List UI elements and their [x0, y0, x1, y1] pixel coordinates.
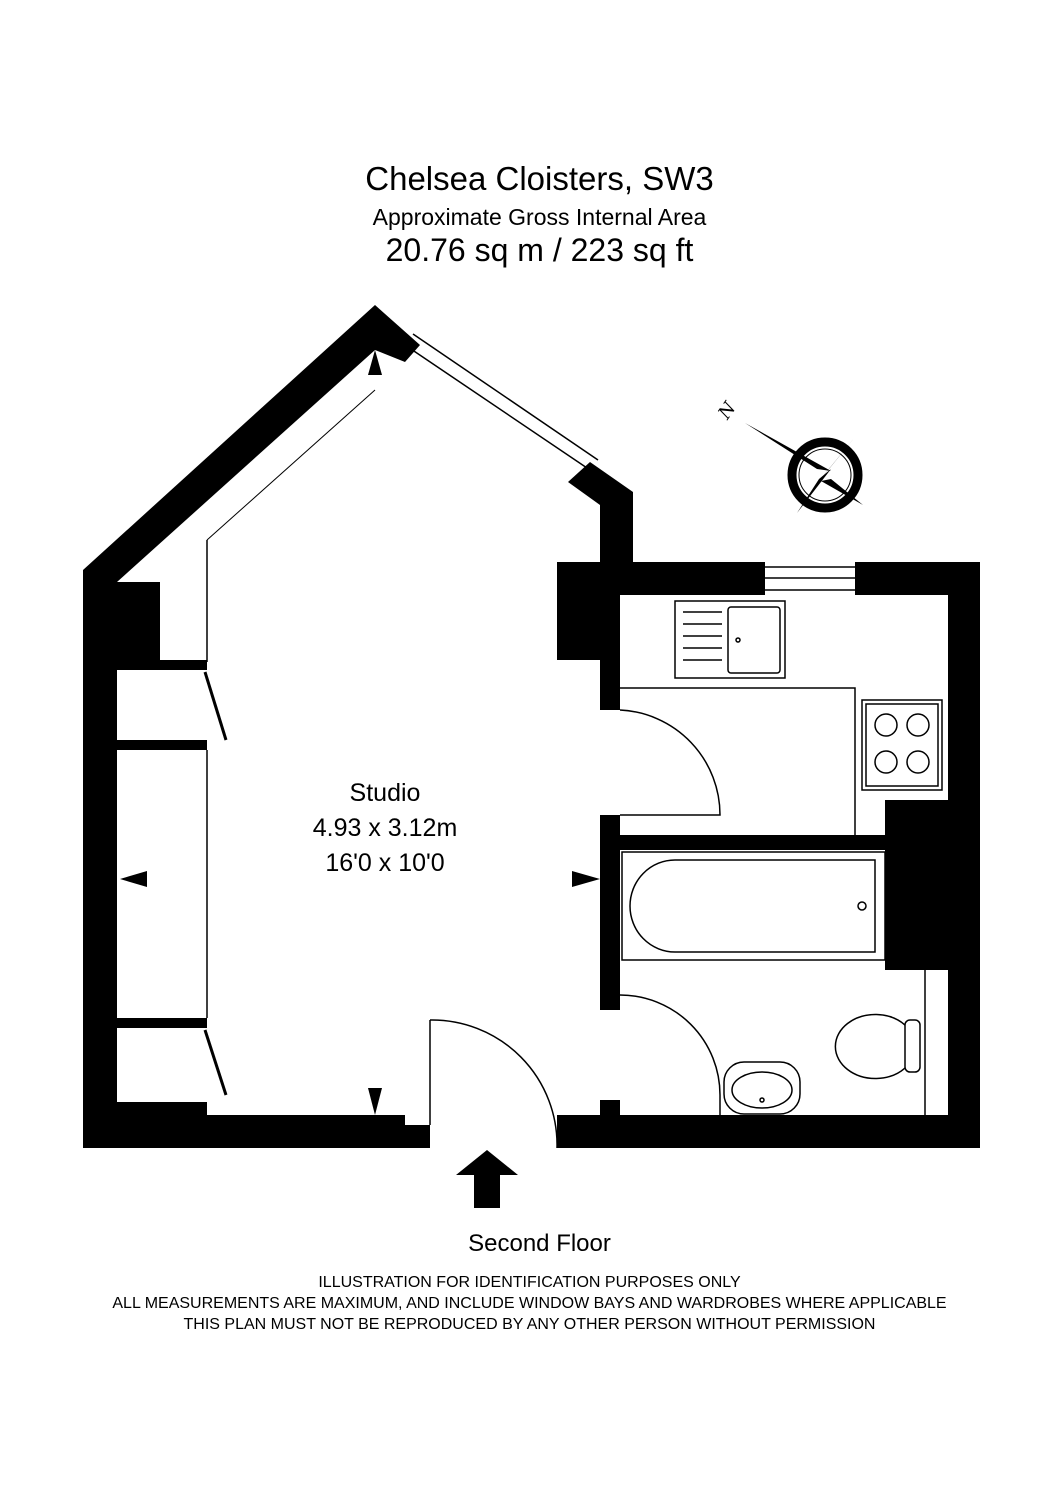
entrance-door — [429, 1019, 558, 1149]
plan-area: 20.76 sq m / 223 sq ft — [385, 232, 694, 268]
fixtures — [203, 333, 943, 1149]
toilet — [834, 1013, 906, 1080]
bathroom-door — [619, 994, 721, 1115]
wall-kitchen-pillar — [557, 562, 620, 660]
basin — [723, 1061, 801, 1115]
disclaimer-line: THIS PLAN MUST NOT BE REPRODUCED BY ANY … — [183, 1316, 876, 1333]
kitchen-door — [619, 709, 721, 816]
sink — [674, 600, 786, 679]
room-imperial: 16'0 x 10'0 — [325, 849, 445, 877]
compass-icon: N — [714, 397, 863, 513]
wall-right — [948, 562, 980, 1148]
room-studio: Studio 4.93 x 3.12m 16'0 x 10'0 — [240, 776, 530, 881]
wall-block-left — [117, 582, 160, 662]
compass-north-label: N — [714, 397, 742, 424]
disclaimer-line: ILLUSTRATION FOR IDENTIFICATION PURPOSES… — [318, 1274, 741, 1291]
plan-title: Chelsea Cloisters, SW3 — [365, 160, 714, 197]
room-name: Studio — [349, 779, 421, 807]
dimension-markers — [120, 350, 600, 1115]
hob — [861, 699, 943, 791]
wall-bottom-right — [557, 1115, 980, 1148]
entrance-arrow-icon — [456, 1150, 518, 1208]
disclaimer-line: ALL MEASUREMENTS ARE MAXIMUM, AND INCLUD… — [112, 1295, 947, 1312]
wall-bottom-left — [83, 1115, 430, 1148]
room-metric: 4.93 x 3.12m — [312, 814, 458, 842]
wall-roof-left — [83, 305, 420, 590]
bath — [621, 851, 886, 961]
wall-left — [83, 570, 117, 1148]
walls — [83, 305, 980, 1148]
floor-label: Second Floor — [468, 1230, 611, 1257]
plan-subtitle: Approximate Gross Internal Area — [372, 204, 707, 230]
wall-roof-right — [568, 462, 633, 562]
